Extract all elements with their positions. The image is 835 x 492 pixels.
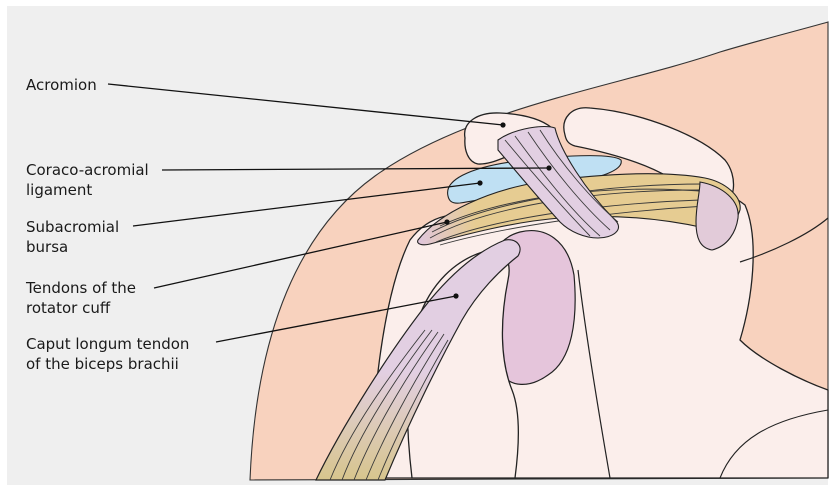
label-coraco-acromial-ligament: Coraco-acromial ligament [26,160,149,200]
label-subacromial-bursa: Subacromial bursa [26,217,119,257]
leader-acromion [108,84,503,125]
label-rotator-cuff-tendons: Tendons of the rotator cuff [26,278,136,318]
label-acromion: Acromion [26,75,97,95]
label-biceps-tendon: Caput longum tendon of the biceps brachi… [26,334,189,374]
